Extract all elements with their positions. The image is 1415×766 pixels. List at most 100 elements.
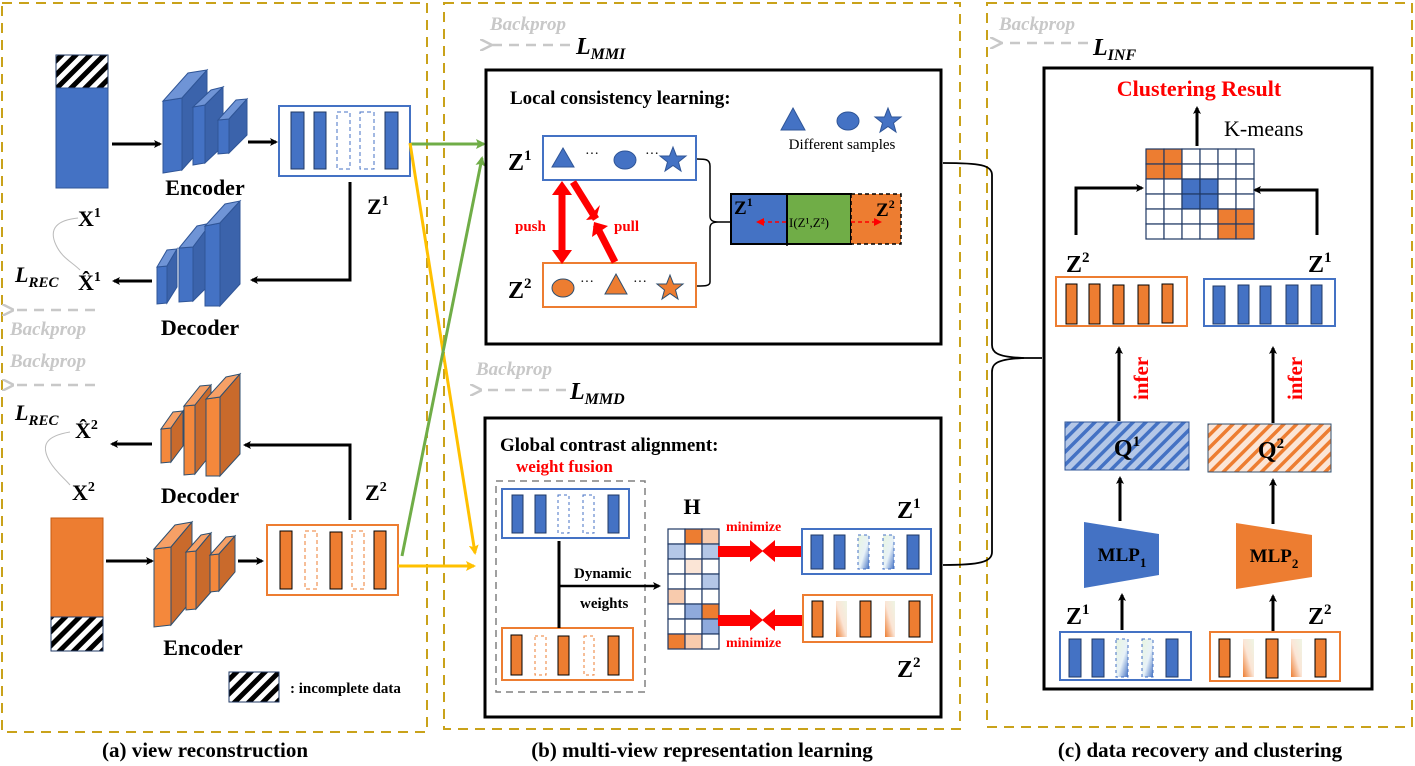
h-matrix-cell-5-2	[701, 603, 720, 620]
caption-a: (a) view reconstruction	[102, 738, 308, 762]
rec-link-curve-1	[52, 217, 81, 271]
h-matrix-cell-0-0	[667, 528, 686, 545]
mi-label: I(Z¹,Z²)	[789, 215, 829, 230]
cluster-matrix-cell-2-4	[1217, 178, 1237, 195]
h-matrix	[667, 528, 720, 650]
z2-to-decoder-arrow	[243, 441, 352, 520]
infer-left-label: infer	[1129, 357, 1153, 400]
global-contrast-title: Global contrast alignment:	[500, 435, 719, 456]
x2-hat-label: X̂2	[75, 418, 98, 443]
h-matrix-cell-6-2	[701, 618, 720, 635]
z1-label-top-c: Z1	[1308, 250, 1332, 278]
push-arrow	[552, 181, 572, 264]
cluster-matrix-cell-4-1	[1163, 208, 1183, 225]
x1-incomplete-region	[55, 54, 109, 90]
cluster-matrix-cell-0-1	[1163, 148, 1183, 165]
panel-a: Encoder Z1 X1 Decoder	[9, 54, 411, 762]
weight-fusion-label: weight fusion	[516, 457, 613, 476]
x2-input-block	[50, 517, 104, 618]
cluster-matrix-cell-2-0	[1145, 178, 1165, 195]
z1-star-icon	[658, 145, 688, 173]
cluster-matrix-cell-4-5	[1235, 208, 1255, 225]
encoder-bottom-icon	[152, 520, 237, 628]
z1-to-decoder-arrow	[250, 182, 352, 284]
cluster-matrix-cell-4-2	[1181, 208, 1201, 225]
z1-ellipsis-1: ···	[585, 147, 599, 162]
h-matrix-cell-2-2	[701, 558, 720, 575]
decoder-top-icon	[156, 199, 242, 308]
recovered-z2-box	[1055, 276, 1188, 327]
dynamic-label: Dynamic	[574, 566, 632, 582]
cluster-matrix-cell-3-1	[1163, 193, 1183, 210]
cluster-matrix-cell-2-5	[1235, 178, 1255, 195]
z1-circle-icon	[613, 150, 637, 170]
z2-label-bottom-c: Z2	[1308, 602, 1332, 630]
h-label: H	[683, 494, 700, 519]
encoder-top-label: Encoder	[165, 175, 245, 200]
cluster-matrix-cell-5-4	[1217, 223, 1237, 240]
pull-label: pull	[614, 219, 639, 235]
h-matrix-cell-3-0	[667, 573, 686, 590]
decoder-top-label: Decoder	[161, 315, 239, 340]
z2-label-a: Z2	[365, 480, 387, 505]
cluster-matrix-cell-0-4	[1217, 148, 1237, 165]
legend-hatch-icon	[228, 671, 280, 703]
minimize-top-label: minimize	[726, 520, 781, 535]
backprop-label-1: Backprop	[9, 319, 86, 340]
z2-to-local-green-arrow	[400, 156, 486, 557]
mi-z2-label: Z2	[876, 197, 895, 221]
legend-incomplete-label: : incomplete data	[290, 681, 401, 697]
fusion-z1-box	[501, 488, 630, 539]
z2-ellipsis-1: ···	[580, 275, 594, 290]
loss-rec-label-2: LREC	[14, 400, 59, 429]
push-label: push	[515, 219, 547, 235]
cluster-matrix-cell-3-2	[1181, 193, 1201, 210]
h-matrix-cell-6-1	[684, 618, 703, 635]
q2-block	[1207, 423, 1332, 473]
cluster-matrix-cell-3-3	[1199, 193, 1219, 210]
backprop-mmd-label: Backprop	[475, 359, 552, 380]
cluster-matrix-cell-3-4	[1217, 193, 1237, 210]
panel-c-frame	[986, 2, 1413, 728]
local-consistency-title: Local consistency learning:	[510, 88, 731, 109]
merge-brace	[942, 162, 1025, 566]
kmeans-label: K-means	[1224, 116, 1303, 141]
cluster-matrix-cell-1-0	[1145, 163, 1165, 180]
h-matrix-cell-3-2	[701, 573, 720, 590]
loss-mmd-label: LMMD	[569, 379, 625, 408]
z2-circle-icon	[551, 278, 575, 298]
h-matrix-cell-0-2	[701, 528, 720, 545]
cluster-matrix	[1145, 148, 1255, 240]
panel-b: Backprop LMMI Local consistency learning…	[475, 14, 943, 762]
z2-triangle-icon	[604, 272, 628, 295]
cluster-matrix-cell-5-3	[1199, 223, 1219, 240]
cluster-matrix-cell-1-3	[1199, 163, 1219, 180]
panel-c: Backprop LINF Clustering Result K-means …	[998, 14, 1374, 762]
h-matrix-cell-6-0	[667, 618, 686, 635]
x1-hat-label: X̂1	[78, 270, 101, 295]
minimize-arrow-bottom	[718, 609, 804, 631]
h-matrix-cell-2-1	[684, 558, 703, 575]
h-matrix-cell-7-2	[701, 633, 720, 650]
z1-triangle-icon	[551, 147, 575, 168]
loss-rec-label-1: LREC	[14, 262, 59, 291]
mlp1-trapezoid	[1084, 522, 1159, 588]
z2-to-matrix-arrow	[1074, 184, 1144, 235]
cluster-matrix-cell-1-2	[1181, 163, 1201, 180]
input-z1-box	[1059, 631, 1192, 681]
panel-b-frame	[443, 2, 961, 730]
weights-label: weights	[580, 596, 628, 612]
panel-a-frame	[1, 2, 428, 733]
cluster-matrix-cell-4-4	[1217, 208, 1237, 225]
cluster-matrix-cell-1-1	[1163, 163, 1183, 180]
cluster-matrix-cell-0-2	[1181, 148, 1201, 165]
encoder-top-icon	[161, 68, 249, 174]
input-z2-box	[1209, 631, 1341, 682]
recovered-z1-box	[1203, 278, 1336, 327]
global-z1-box	[801, 528, 932, 575]
h-matrix-cell-5-1	[684, 603, 703, 620]
backprop-mmi-label: Backprop	[489, 14, 566, 35]
z1-to-matrix-arrow	[1253, 186, 1319, 235]
h-matrix-cell-2-0	[667, 558, 686, 575]
